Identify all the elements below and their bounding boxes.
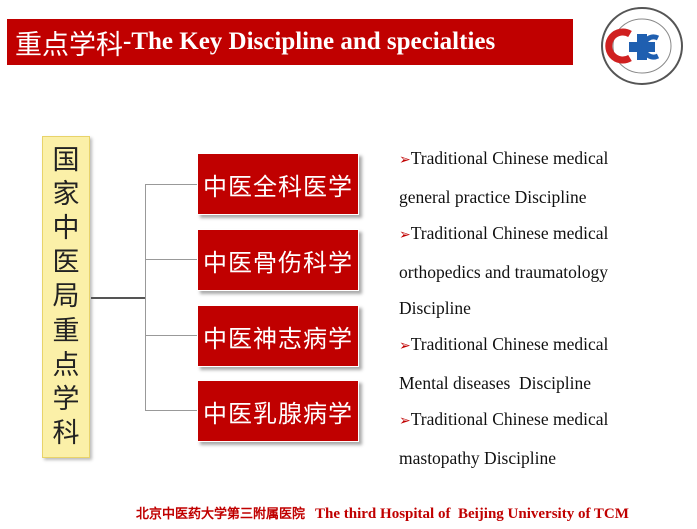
footer-zh: 北京中医药大学第三附属医院 (136, 507, 306, 522)
hospital-logo-icon (601, 7, 683, 85)
line: mastopathy Discipline (399, 448, 556, 468)
line: Traditional Chinese medical (410, 409, 609, 429)
connector-branch (145, 335, 197, 336)
discipline-box: 中医骨伤科学 (197, 229, 359, 291)
title-banner: 重点学科-The Key Discipline and specialties (7, 19, 573, 65)
footer: 北京中医药大学第三附属医院 The third Hospital of Beiji… (136, 503, 629, 523)
connector-main (91, 297, 146, 299)
char: 科 (52, 418, 80, 450)
discipline-box: 中医神志病学 (197, 305, 359, 367)
list-item: ➢Traditional Chinese medical general prac… (399, 140, 689, 215)
connector-branch (145, 184, 197, 185)
char: 国 (52, 144, 80, 176)
line: Discipline (399, 298, 471, 318)
title-zh: 重点学科 (15, 29, 123, 61)
arrow-bullet-icon: ➢ (399, 339, 411, 354)
char: 学 (52, 384, 80, 416)
list-item: ➢Traditional Chinese medical mastopathy D… (399, 401, 689, 476)
title-en: -The Key Discipline and specialties (123, 28, 496, 55)
char: 点 (52, 349, 80, 381)
arrow-bullet-icon: ➢ (399, 414, 411, 429)
line: Traditional Chinese medical (410, 223, 609, 243)
connector-branch (145, 410, 197, 411)
discipline-box: 中医乳腺病学 (197, 380, 359, 442)
connector-branch (145, 259, 197, 260)
line: Traditional Chinese medical (410, 334, 609, 354)
arrow-bullet-icon: ➢ (399, 153, 411, 168)
char: 局 (52, 281, 80, 313)
arrow-bullet-icon: ➢ (399, 228, 411, 243)
char: 家 (52, 178, 80, 210)
connector-vertical (145, 184, 146, 411)
line: orthopedics and traumatology (399, 262, 608, 282)
char: 重 (52, 315, 80, 347)
discipline-box: 中医全科医学 (197, 153, 359, 215)
footer-en: The third Hospital of Beijing University… (315, 506, 629, 522)
line: Traditional Chinese medical (410, 148, 609, 168)
line: Mental diseases Discipline (399, 373, 591, 393)
char: 中 (52, 213, 80, 245)
national-key-discipline-box: 国 家 中 医 局 重 点 学 科 (42, 136, 90, 458)
list-item: ➢Traditional Chinese medical orthopedics … (399, 215, 689, 326)
line: general practice Discipline (399, 187, 587, 207)
char: 医 (52, 247, 80, 279)
